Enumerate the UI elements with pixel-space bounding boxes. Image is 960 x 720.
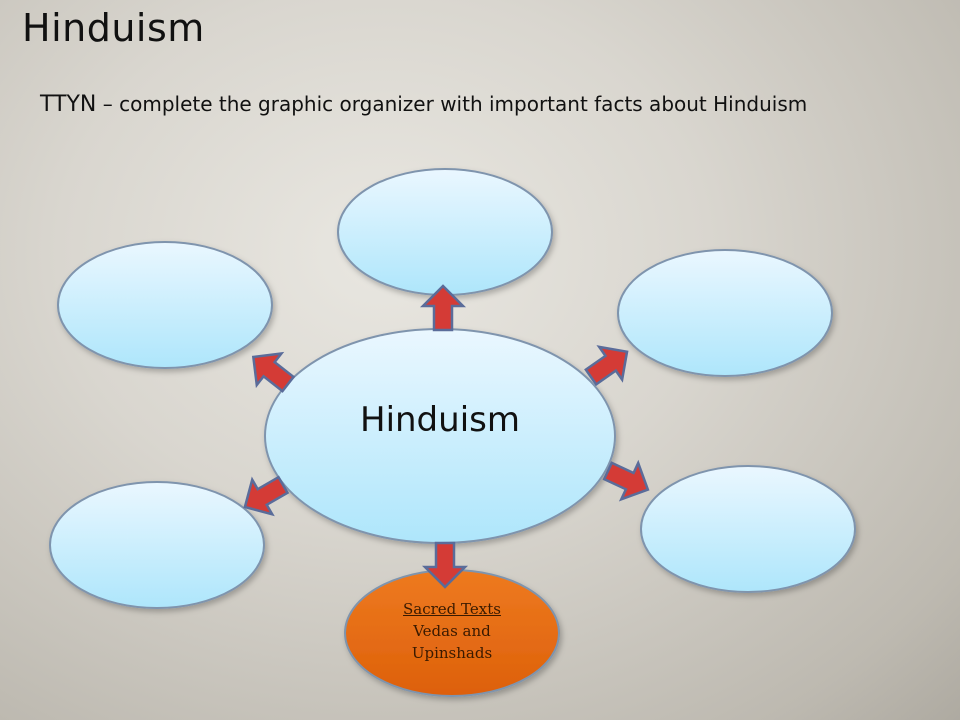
subtitle-lead: TTYN (40, 92, 97, 117)
node-lower-left (49, 481, 265, 609)
bottom-node-heading: Sacred Texts (403, 600, 501, 618)
slide-title: Hinduism (22, 6, 205, 50)
node-top (337, 168, 553, 296)
node-lower-right (640, 465, 856, 593)
bottom-node-line-2: Upinshads (411, 644, 493, 662)
bottom-node-line-1: Vedas and (413, 622, 491, 640)
center-node-label: Hinduism (360, 400, 520, 440)
slide-subtitle: TTYN – complete the graphic organizer wi… (40, 92, 807, 117)
node-upper-right (617, 249, 833, 377)
node-upper-left (57, 241, 273, 369)
subtitle-text: – complete the graphic organizer with im… (96, 92, 808, 116)
bottom-node-label: Sacred Texts Vedas and Upinshads (345, 598, 559, 664)
